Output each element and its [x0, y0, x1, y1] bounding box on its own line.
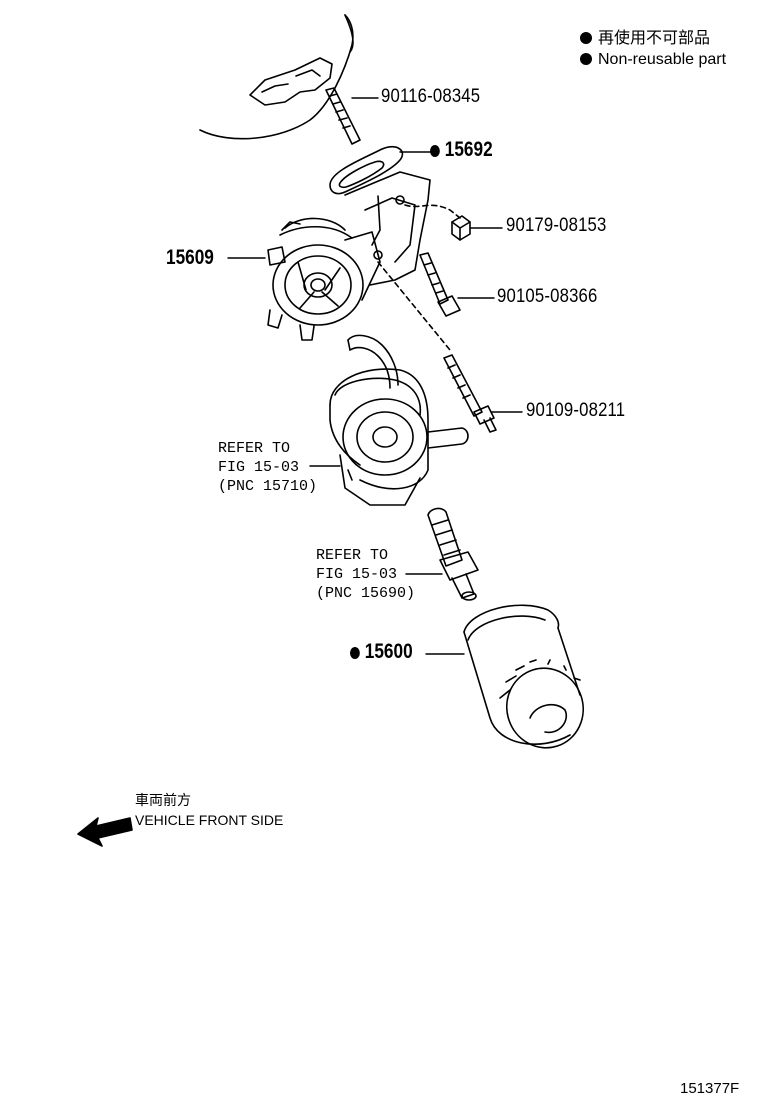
bullet-icon — [580, 53, 592, 65]
oil-cooler — [329, 334, 469, 506]
part-label-15692[interactable]: 15692 — [430, 138, 493, 162]
direction-english: VEHICLE FRONT SIDE — [135, 812, 284, 828]
part-label-90105-08366[interactable]: 90105-08366 — [497, 286, 598, 307]
non-reusable-bullet-icon — [350, 647, 360, 659]
vehicle-front-arrow — [77, 817, 133, 847]
figure-id: 151377F — [680, 1080, 740, 1097]
bolt-90105 — [419, 252, 461, 317]
stud-bolt-90116 — [325, 87, 361, 145]
part-label-15600[interactable]: 15600 — [350, 640, 413, 664]
engine-block-outline — [199, 14, 354, 140]
stud-90109 — [443, 354, 497, 433]
union-bolt — [427, 507, 479, 601]
leader-lines — [227, 97, 523, 655]
oil-filter-bracket-15609 — [267, 171, 431, 341]
refer-note-15710[interactable]: REFER TO FIG 15-03 (PNC 15710) — [218, 440, 318, 495]
nut-90179 — [451, 215, 471, 241]
refer-note-15690[interactable]: REFER TO FIG 15-03 (PNC 15690) — [316, 547, 416, 602]
bullet-icon — [580, 32, 592, 44]
part-label-90179-08153[interactable]: 90179-08153 — [506, 215, 607, 236]
alignment-dashes — [377, 204, 461, 351]
non-reusable-bullet-icon — [430, 145, 440, 157]
part-label-90116-08345[interactable]: 90116-08345 — [381, 86, 481, 107]
oil-filter-15600 — [463, 604, 584, 749]
legend-japanese: 再使用不可部品 — [580, 28, 710, 50]
direction-japanese: 車両前方 — [135, 792, 191, 808]
part-label-90109-08211[interactable]: 90109-08211 — [526, 400, 626, 421]
gasket-15692 — [329, 145, 404, 195]
legend-english: Non-reusable part — [580, 49, 726, 71]
part-label-15609[interactable]: 15609 — [166, 246, 214, 269]
